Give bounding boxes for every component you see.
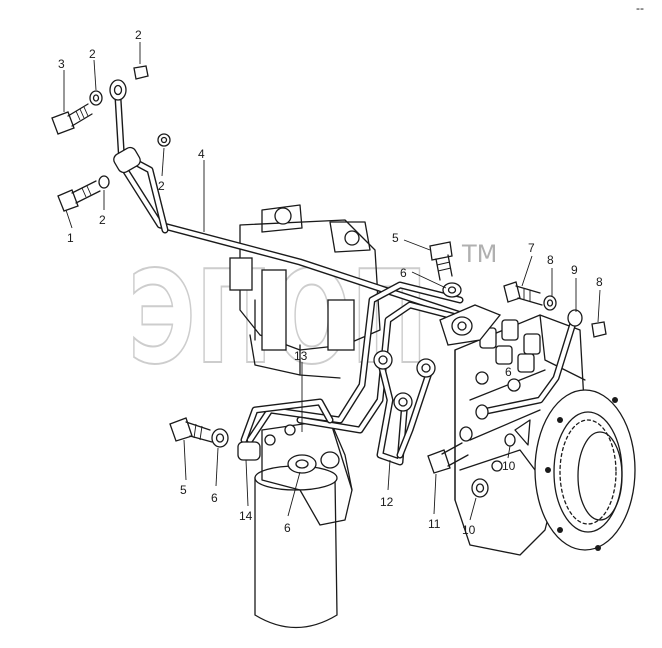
bolt-5-lower	[169, 417, 213, 443]
pipe-fittings	[109, 79, 583, 461]
callout-labels: 3 2 2 4 2 1 2 5 6 7 8 9 8 13 6 5 6 14 6 …	[58, 28, 603, 537]
callout-8-b: 8	[596, 275, 603, 289]
callout-2-a: 2	[89, 47, 96, 61]
callout-6-filter: 6	[284, 521, 291, 535]
callout-10-a: 10	[502, 459, 516, 473]
callout-2-c: 2	[158, 179, 165, 193]
washer-2c	[98, 175, 110, 189]
injection-pump	[454, 314, 636, 556]
watermark-tm: TM	[461, 240, 497, 268]
washer-6-top	[442, 282, 462, 298]
bolt-1	[57, 180, 101, 212]
callout-1: 1	[67, 231, 74, 245]
bolt-7	[503, 281, 543, 306]
washer-2b	[157, 133, 171, 147]
washer-8	[543, 295, 557, 311]
pump-drive-gear	[534, 389, 636, 551]
engine-head	[229, 204, 381, 379]
nut-8	[591, 321, 607, 338]
callout-14: 14	[239, 509, 253, 523]
callout-9: 9	[571, 263, 578, 277]
callout-3: 3	[58, 57, 65, 71]
callout-13: 13	[294, 349, 308, 363]
callout-10-b: 10	[462, 523, 476, 537]
washer-10	[459, 426, 473, 442]
callout-12: 12	[380, 495, 394, 509]
callout-2-b: 2	[135, 28, 142, 42]
callout-5-lower: 5	[180, 483, 187, 497]
bolt-3	[51, 103, 93, 135]
washer-2a	[89, 90, 103, 106]
callout-6-top: 6	[400, 266, 407, 280]
callout-4: 4	[198, 147, 205, 161]
bolt-11	[427, 442, 469, 474]
washer-6-pump	[504, 433, 516, 447]
callout-8-a: 8	[547, 253, 554, 267]
callout-7: 7	[528, 241, 535, 255]
callout-2-d: 2	[99, 213, 106, 227]
bolt-5-top	[429, 241, 453, 281]
nut-2	[133, 65, 149, 80]
callout-5-top: 5	[392, 231, 399, 245]
washer-10b	[471, 478, 489, 498]
leader-lines	[63, 42, 601, 521]
callout-6-lower: 6	[211, 491, 218, 505]
washer-6-lower	[211, 428, 229, 448]
fuel-filter	[254, 419, 353, 629]
delivery-valves	[475, 319, 541, 392]
callout-11: 11	[428, 517, 441, 531]
fasteners	[51, 65, 607, 498]
corner-mark: --	[636, 1, 644, 15]
callout-6-pump: 6	[505, 365, 512, 379]
